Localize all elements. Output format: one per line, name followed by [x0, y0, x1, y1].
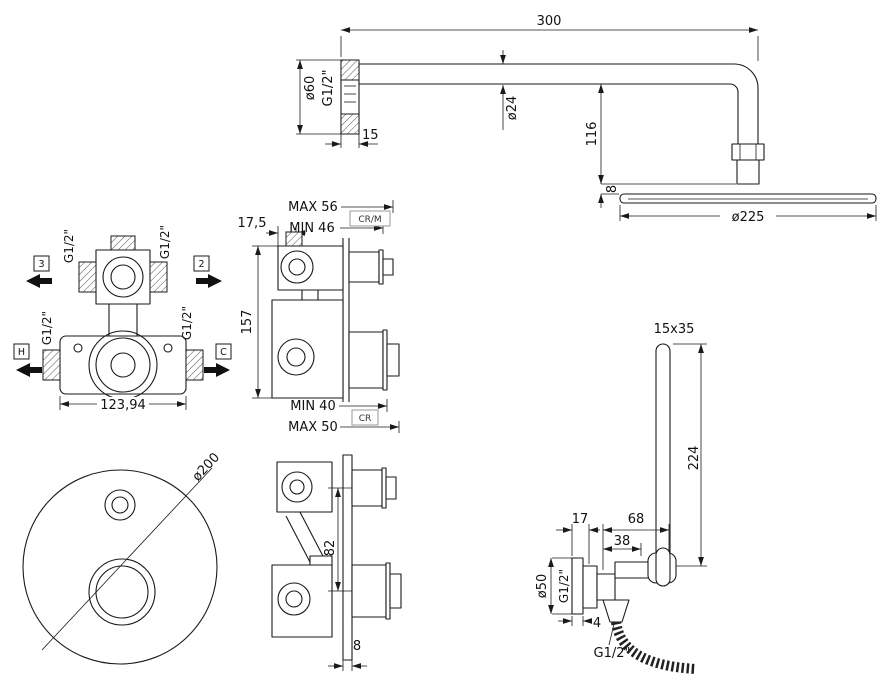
- diverter-cartridge: [348, 251, 380, 283]
- plate-front-view: ø200: [22, 450, 223, 665]
- port-bottom-left: [42, 349, 61, 381]
- label-flange-thread: G1/2": [321, 70, 336, 107]
- temperature-knob: [88, 558, 156, 626]
- label-thread-bottom-left: G1/2": [40, 311, 54, 345]
- dim-flange-diameter: ø60: [303, 76, 318, 101]
- outlet-connector: [596, 573, 616, 601]
- temperature-handle: [351, 564, 387, 618]
- badge-finish-crm: CR/M: [358, 215, 381, 225]
- port-label-c: C: [220, 347, 227, 358]
- dim-holder-offset: 68: [628, 512, 645, 527]
- port-top-right: [149, 261, 168, 293]
- port-label-h: H: [18, 347, 25, 358]
- plate-side-view: 82 8: [271, 454, 402, 671]
- mixer-side-view: 17,5 MAX 56 MIN 46 CR/M 157: [238, 200, 400, 435]
- dim-offset: 17,5: [238, 216, 267, 231]
- dim-body-width: 123,94: [100, 398, 146, 413]
- mixer-top-stub: [110, 235, 136, 251]
- arm-nut: [731, 143, 765, 161]
- shower-arm-view: 300 ø60 G1/2" 15 ø24 116 8: [296, 14, 877, 225]
- port-top-left: [78, 261, 97, 293]
- label-thread-top-right: G1/2": [158, 225, 172, 259]
- arm-outer-line: [359, 63, 759, 144]
- dim-profile: 15x35: [654, 322, 695, 337]
- diverter-side-body: [277, 245, 344, 291]
- outlet-flange: [571, 557, 584, 615]
- port-bottom-right: [185, 349, 204, 381]
- holder-arm: [614, 561, 650, 579]
- label-hose-thread: G1/2": [594, 646, 631, 661]
- dim-flange-size: ø50: [535, 574, 550, 599]
- port-label-2: 2: [198, 259, 204, 270]
- head-stem: [736, 159, 760, 185]
- diverter-handle: [351, 469, 383, 507]
- flow-arrow-right-icon: [204, 363, 230, 377]
- flow-arrow-left-icon: [26, 274, 52, 288]
- dim-height: 157: [240, 310, 255, 335]
- dim-top-max: MAX 56: [288, 200, 338, 215]
- mixer-front-view: G1/2" G1/2" 3 2 G1/2" G1/2" H C: [13, 225, 232, 413]
- dim-plate-depth: 4: [593, 616, 601, 631]
- dim-drop-height: 116: [585, 122, 600, 147]
- badge-finish-cr: CR: [359, 414, 372, 424]
- thermostat-cartridge: [348, 331, 384, 389]
- diverter-body: [95, 249, 151, 305]
- label-thread-top-left: G1/2": [62, 229, 76, 263]
- dim-arm-length: 300: [537, 14, 562, 29]
- stick-hand-shower: [655, 343, 671, 573]
- dim-head-diameter: ø225: [732, 210, 765, 225]
- arm-inner-line: [359, 83, 739, 144]
- flow-arrow-left-icon: [16, 363, 42, 377]
- dim-flange-depth: 15: [362, 128, 379, 143]
- dim-plate-thickness: 8: [353, 639, 361, 654]
- flex-hose: [611, 621, 697, 674]
- diverter-knob: [104, 489, 136, 521]
- shower-head: [619, 193, 877, 204]
- label-thread-bottom-right: G1/2": [180, 306, 194, 340]
- hand-shower-view: 15x35 224 17 68 38 ø50 G1/2": [535, 322, 707, 674]
- dim-plate-diameter: ø200: [190, 450, 223, 484]
- trim-plate-side: [342, 454, 353, 661]
- thermostat-side-body: [271, 299, 344, 399]
- thermostat-body: [59, 335, 187, 395]
- dim-handle-spacing: 82: [323, 540, 338, 557]
- dim-hose-offset: 38: [614, 534, 631, 549]
- trim-plate: [22, 469, 218, 665]
- port-label-3: 3: [38, 259, 44, 270]
- label-wall-thread: G1/2": [557, 569, 571, 603]
- dim-shower-length: 224: [687, 446, 702, 471]
- dim-arm-diameter: ø24: [505, 96, 520, 121]
- dim-wall-offset: 17: [572, 512, 589, 527]
- dim-head-edge: 8: [605, 185, 620, 193]
- hose-nut: [602, 599, 630, 623]
- dim-bottom-max: MAX 50: [288, 420, 338, 435]
- dim-bottom-min: MIN 40: [290, 399, 335, 414]
- flow-arrow-right-icon: [196, 274, 222, 288]
- outlet-body: [582, 565, 598, 609]
